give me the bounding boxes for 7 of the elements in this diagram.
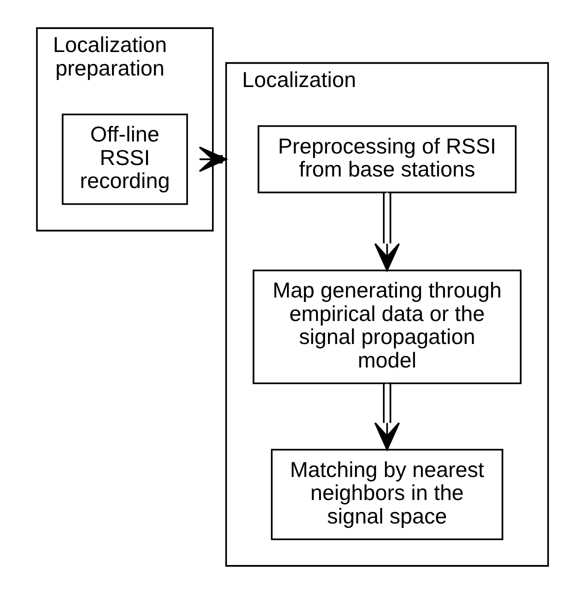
node-box: Matching by nearest neighbors in the signal space bbox=[270, 448, 503, 540]
arrow bbox=[198, 146, 226, 172]
node-box: Off-line RSSI recording bbox=[61, 114, 188, 205]
arrow bbox=[374, 192, 400, 272]
arrow bbox=[374, 384, 400, 450]
node-box: Map generating through empirical data or the signal propagation model bbox=[252, 270, 522, 384]
node-box: Preprocessing of RSSI from base stations bbox=[257, 125, 516, 194]
